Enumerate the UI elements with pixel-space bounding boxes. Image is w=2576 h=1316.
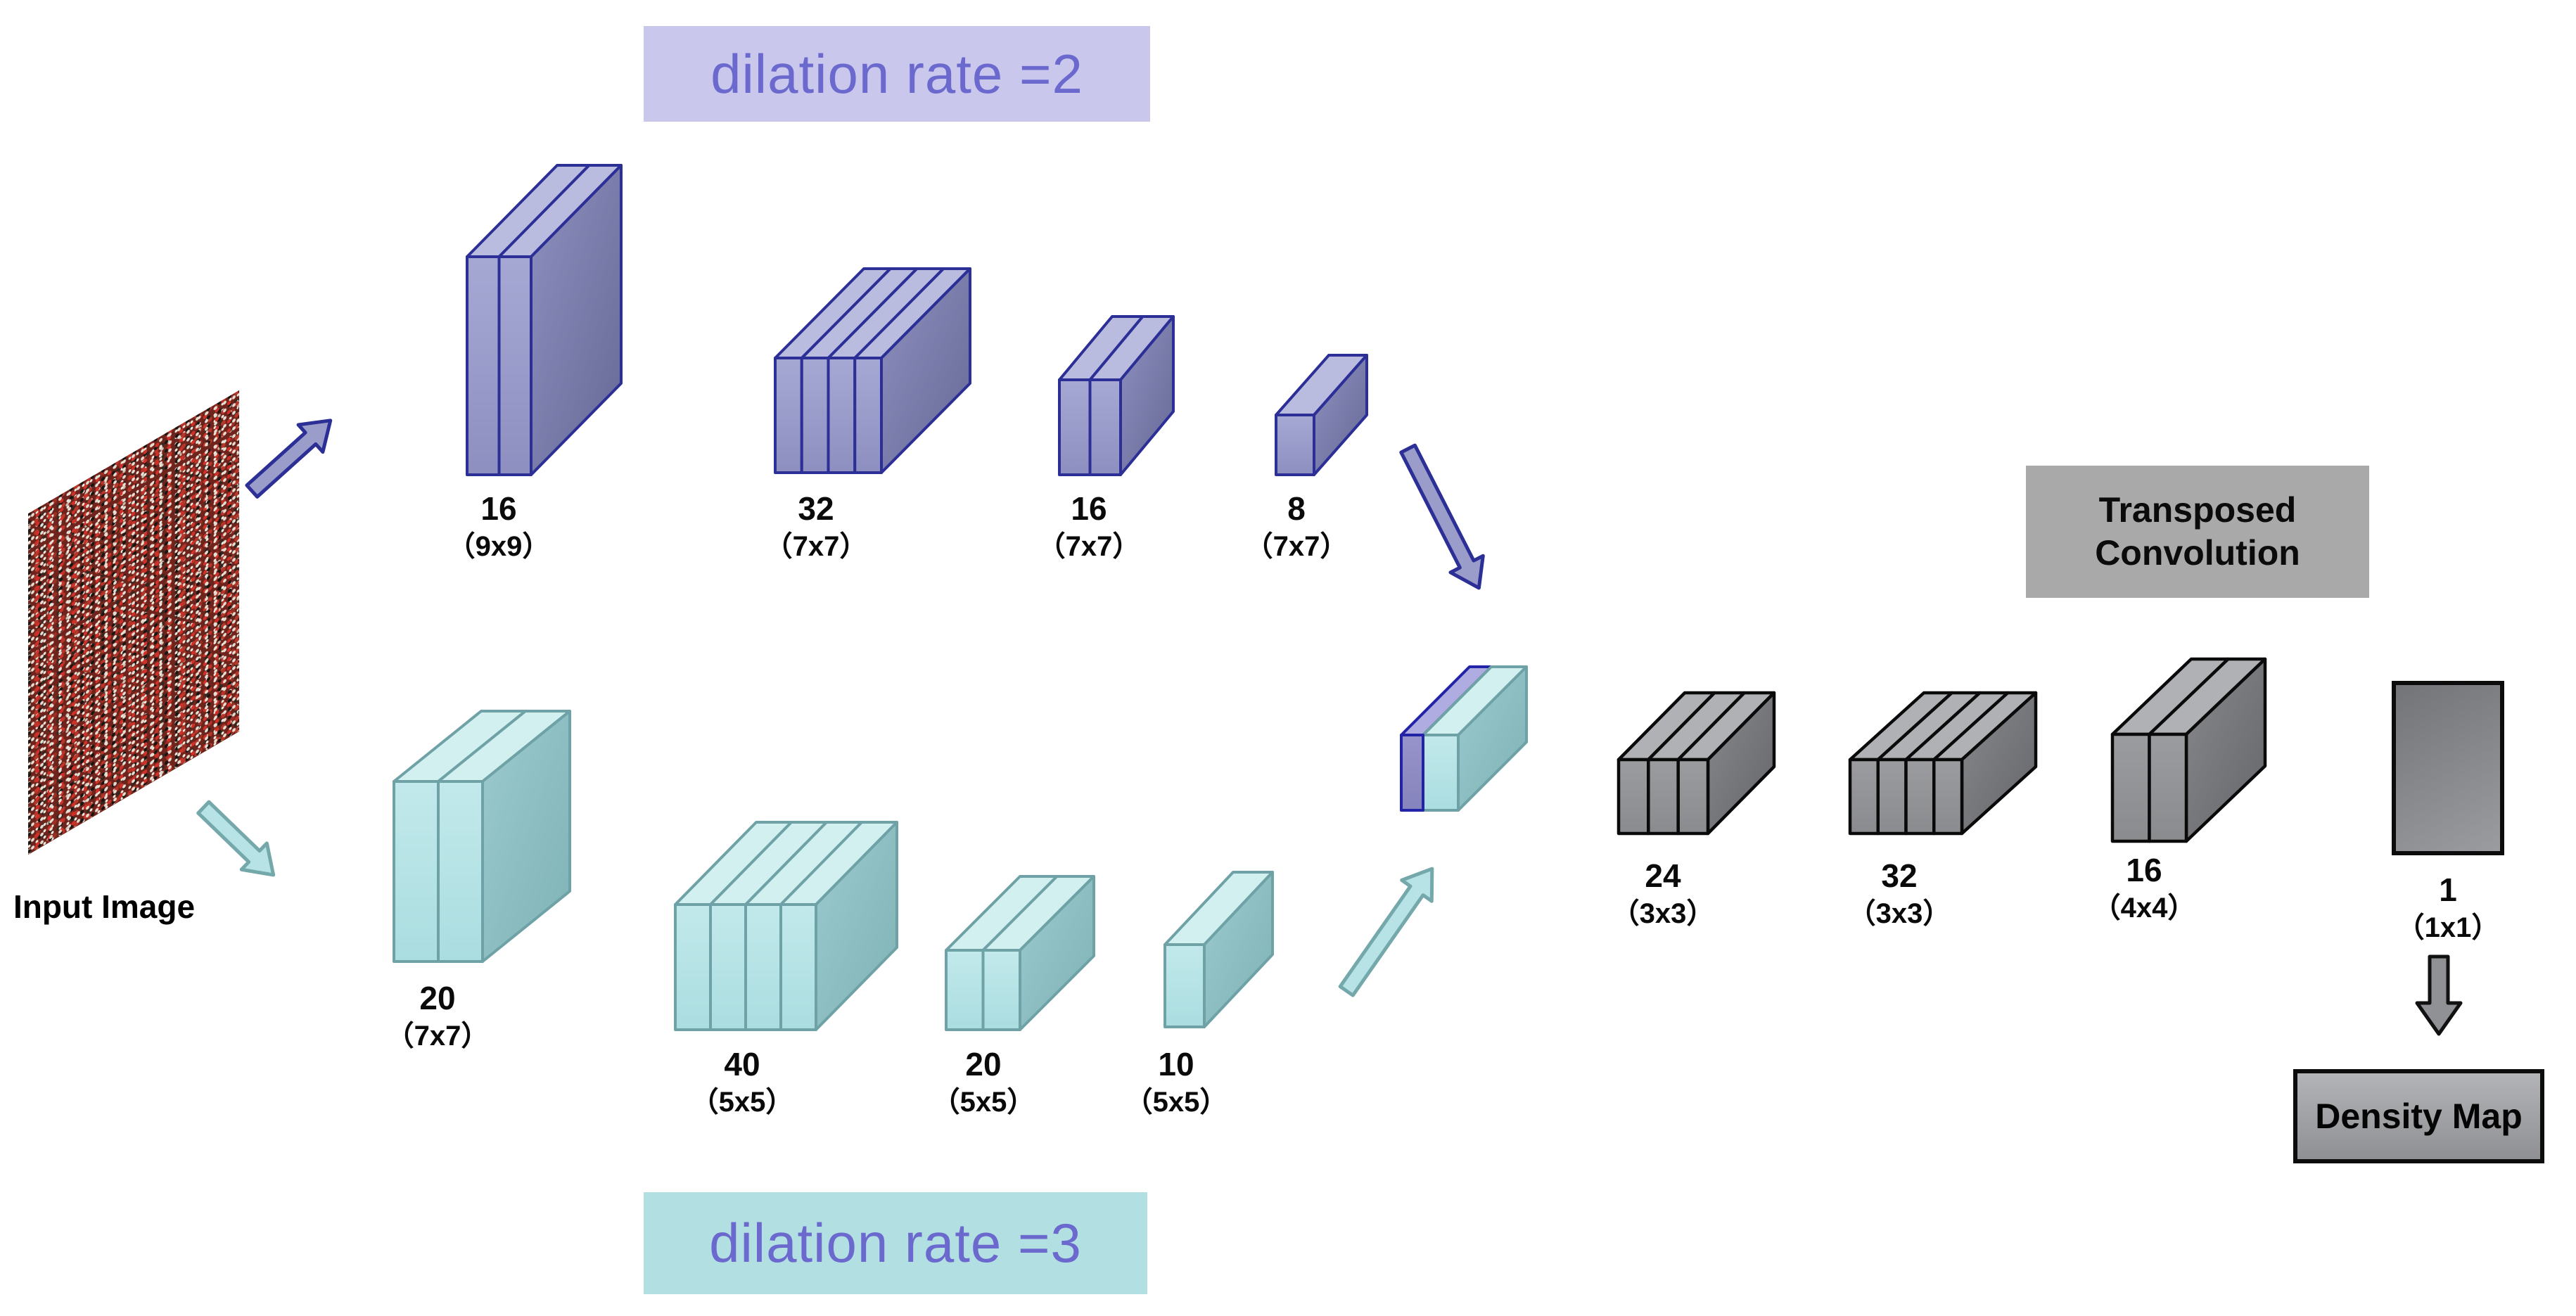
conv-block-bottom-2	[674, 821, 898, 1031]
layer-label-top-3: 16 （7x7）	[1037, 490, 1141, 563]
conv-block-merged-1	[1617, 691, 1776, 836]
conv-block-bottom-1	[393, 710, 571, 963]
conv-block-bottom-3	[945, 875, 1095, 1031]
layer-label-merged-1: 24 （3x3）	[1611, 857, 1715, 930]
layer-label-output: 1 （1x1）	[2396, 871, 2500, 944]
density-map-box: Density Map	[2293, 1069, 2544, 1163]
layer-label-top-1: 16 （9x9）	[447, 490, 551, 563]
layer-label-top-4: 8 （7x7）	[1244, 490, 1348, 563]
conv-block-merged-2	[1848, 691, 2038, 836]
input-crowd-image	[28, 390, 239, 855]
layer-label-merged-2: 32 （3x3）	[1847, 857, 1951, 930]
arrow-to-bottom-branch	[196, 800, 276, 877]
arrow-to-density-map	[2415, 954, 2463, 1036]
dilation-rate-3-label: dilation rate =3	[644, 1192, 1147, 1294]
input-image-label: Input Image	[13, 888, 196, 925]
arrow-top-branch-to-merge	[1399, 443, 1485, 590]
merge-concat-block	[1400, 665, 1528, 812]
output-feature-map	[2392, 681, 2504, 855]
conv-block-top-3	[1058, 315, 1175, 476]
arrow-to-top-branch	[245, 419, 333, 499]
transposed-convolution-label: Transposed Convolution	[2026, 466, 2369, 598]
layer-label-bottom-2: 40 （5x5）	[690, 1046, 794, 1118]
layer-label-top-2: 32 （7x7）	[764, 490, 868, 563]
conv-block-top-2	[774, 267, 971, 474]
layer-label-merged-3: 16 （4x4）	[2092, 852, 2196, 924]
conv-block-top-4	[1275, 354, 1368, 476]
layer-label-bottom-1: 20 （7x7）	[385, 980, 490, 1052]
conv-block-top-1	[466, 164, 623, 476]
layer-label-bottom-3: 20 （5x5）	[931, 1046, 1035, 1118]
conv-block-bottom-4	[1163, 871, 1274, 1028]
layer-label-bottom-4: 10 （5x5）	[1124, 1046, 1228, 1118]
transposed-conv-block	[2110, 657, 2267, 843]
arrow-bottom-branch-to-merge	[1338, 867, 1434, 997]
dilation-rate-2-label: dilation rate =2	[644, 26, 1150, 122]
